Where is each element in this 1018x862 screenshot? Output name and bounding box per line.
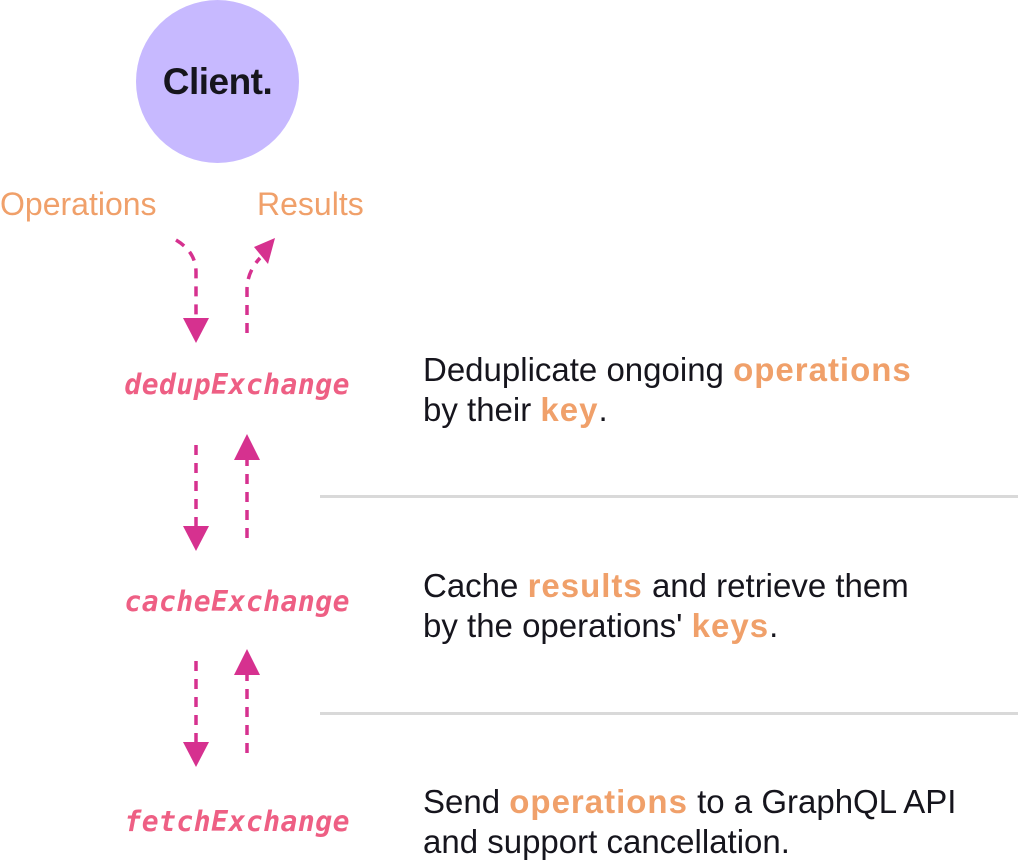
fetch-exchange-description: Send operations to a GraphQL API and sup… — [423, 782, 956, 862]
cache-to-dedup-up-arrow-icon — [234, 434, 260, 538]
description-text: . — [598, 391, 608, 428]
dedup-exchange-description: Deduplicate ongoing operations by their … — [423, 350, 912, 430]
operations-down-arrow-icon — [175, 238, 209, 343]
description-highlight: operations — [733, 351, 912, 388]
description-text: . — [769, 607, 779, 644]
dedup-exchange-name: dedupExchange — [124, 368, 350, 401]
description-highlight: key — [540, 391, 599, 428]
description-text: and support cancellation. — [423, 823, 790, 860]
client-node: Client. — [136, 0, 299, 163]
description-text: and retrieve them — [642, 567, 909, 604]
fetch-exchange-name: fetchExchange — [124, 805, 350, 838]
cache-exchange-description: Cache results and retrieve them by the o… — [423, 566, 909, 646]
section-divider — [320, 495, 1018, 498]
description-line: Cache results and retrieve them — [423, 566, 909, 606]
description-text: by the operations' — [423, 607, 692, 644]
description-text: Cache — [423, 567, 528, 604]
description-line: by their key. — [423, 390, 912, 430]
description-line: Send operations to a GraphQL API — [423, 782, 956, 822]
description-highlight: keys — [691, 607, 770, 644]
section-divider — [320, 712, 1018, 715]
cache-to-fetch-down-arrow-icon — [183, 661, 209, 767]
description-text: Send — [423, 783, 510, 820]
description-line: by the operations' keys. — [423, 606, 909, 646]
description-line: Deduplicate ongoing operations — [423, 350, 912, 390]
description-text: Deduplicate ongoing — [423, 351, 734, 388]
operations-label: Operations — [0, 186, 157, 222]
description-text: to a GraphQL API — [687, 783, 957, 820]
cache-exchange-name: cacheExchange — [124, 585, 350, 618]
description-highlight: results — [527, 567, 643, 604]
fetch-to-cache-up-arrow-icon — [234, 649, 260, 753]
results-label: Results — [257, 186, 364, 222]
results-up-arrow-icon — [245, 238, 275, 333]
dedup-to-cache-down-arrow-icon — [183, 445, 209, 551]
description-text: by their — [423, 391, 541, 428]
description-line: and support cancellation. — [423, 822, 956, 862]
client-label: Client. — [162, 60, 273, 102]
description-highlight: operations — [509, 783, 688, 820]
